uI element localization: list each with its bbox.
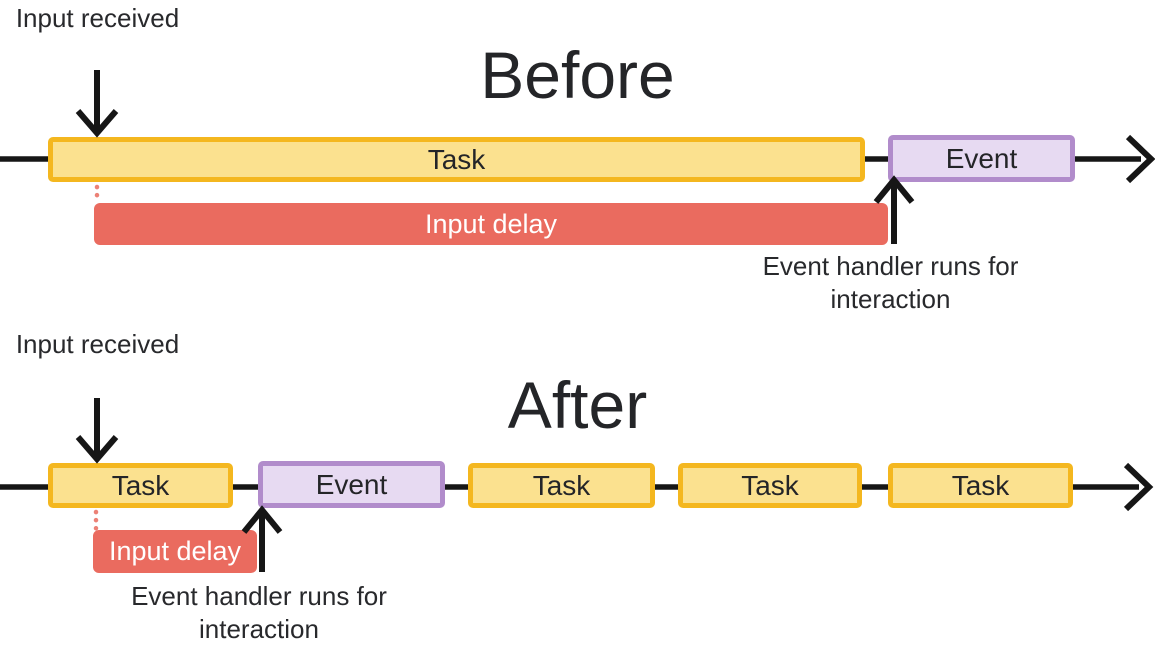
- after-task-bar-1: Task: [48, 463, 233, 508]
- after-task-bar-3: Task: [678, 463, 862, 508]
- before-task-bar: Task: [48, 137, 865, 182]
- after-task-label-3: Task: [741, 469, 799, 501]
- after-event-handler-label: Event handler runs for interaction: [131, 581, 387, 644]
- before-input-delay-label: Input delay: [424, 208, 558, 239]
- after-task-bar-4: Task: [888, 463, 1073, 508]
- after-event-bar: Event: [258, 461, 445, 508]
- before-input-received-label: Input received: [15, 3, 180, 33]
- after-task-label-1: Task: [111, 469, 170, 501]
- after-input-delay-bar: Input delay: [93, 530, 257, 573]
- before-event-label: Event: [945, 142, 1018, 174]
- before-task-label: Task: [427, 143, 486, 175]
- before-event-handler-label: Event handler runs for interaction: [762, 251, 1019, 314]
- before-timeline-arrow-right-icon: [1125, 134, 1155, 184]
- before-input-delay-bar: Input delay: [94, 203, 888, 245]
- after-event-label: Event: [315, 468, 388, 500]
- after-task-label-4: Task: [951, 469, 1010, 501]
- before-section-title: Before: [480, 38, 675, 112]
- after-input-delay-label: Input delay: [108, 536, 242, 566]
- after-input-received-label: Input received: [15, 329, 180, 359]
- after-task-bar-2: Task: [468, 463, 655, 508]
- after-timeline-arrow-right-icon: [1123, 462, 1154, 512]
- before-event-bar: Event: [888, 135, 1075, 182]
- after-task-label-2: Task: [532, 469, 591, 501]
- after-section-title: After: [507, 368, 648, 442]
